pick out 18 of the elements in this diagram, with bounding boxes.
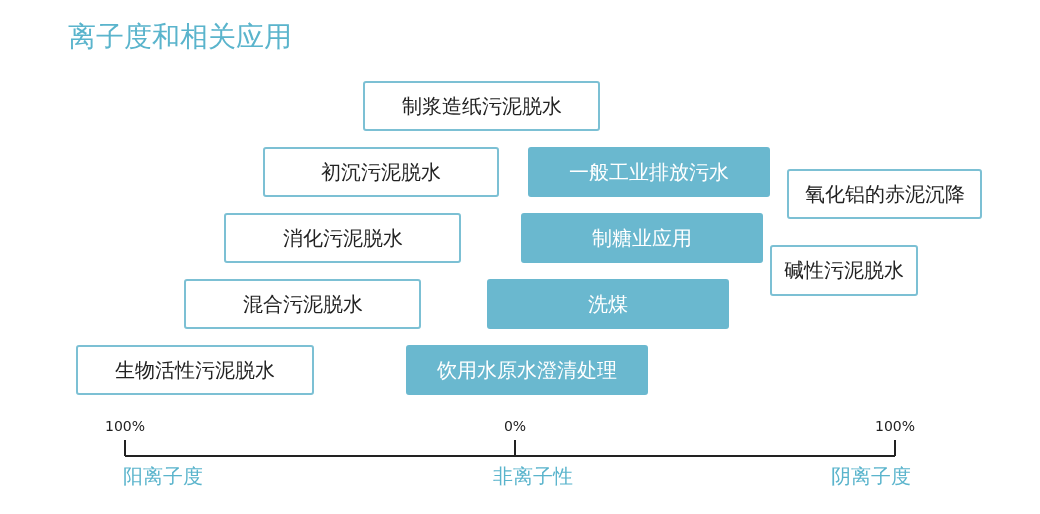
axis-label: 阳离子度 [123,462,203,490]
application-box: 碱性污泥脱水 [770,245,918,296]
application-box: 初沉污泥脱水 [263,147,499,197]
application-box: 氧化铝的赤泥沉降 [787,169,982,219]
axis-label: 非离子性 [493,462,573,490]
application-box: 洗煤 [487,279,729,329]
title: 离子度和相关应用 [68,19,292,55]
application-box: 混合污泥脱水 [184,279,421,329]
application-box: 制糖业应用 [521,213,763,263]
tick-label: 100% [105,418,145,434]
application-box: 消化污泥脱水 [224,213,461,263]
application-box: 制浆造纸污泥脱水 [363,81,600,131]
axis-label: 阴离子度 [831,462,911,490]
application-box: 饮用水原水澄清处理 [406,345,648,395]
application-box: 生物活性污泥脱水 [76,345,314,395]
application-box: 一般工业排放污水 [528,147,770,197]
tick-label: 100% [875,418,915,434]
tick-label: 0% [503,418,527,434]
